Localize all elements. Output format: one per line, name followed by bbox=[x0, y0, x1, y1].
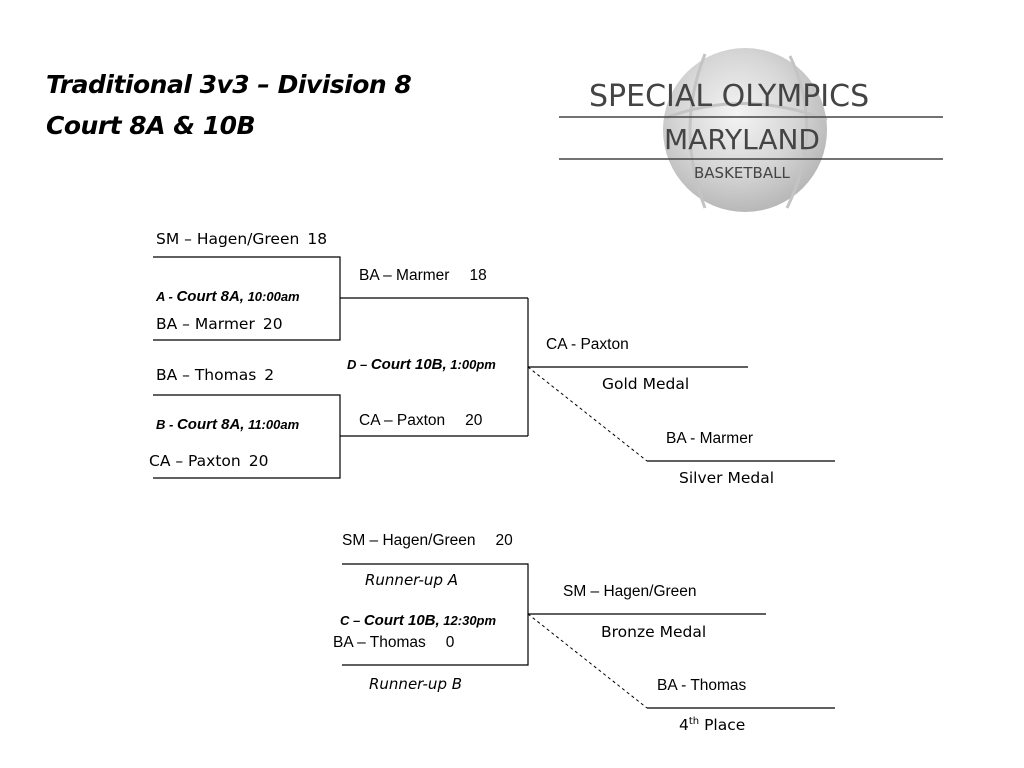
team-score: 0 bbox=[445, 634, 455, 651]
team-name: BA – Marmer bbox=[156, 315, 255, 333]
page-title-line1: Traditional 3v3 – Division 8 bbox=[46, 70, 412, 99]
logo-line1: SPECIAL OLYMPICS bbox=[589, 79, 869, 114]
team-name: SM – Hagen/Green bbox=[342, 532, 476, 549]
game-b-team2: CA – Paxton 20 bbox=[149, 452, 268, 470]
game-court: Court 10B, bbox=[370, 356, 447, 373]
team-score: 18 bbox=[307, 230, 328, 248]
game-time: 1:00pm bbox=[446, 357, 496, 372]
team-score: 2 bbox=[264, 366, 275, 384]
game-a-team1: SM – Hagen/Green 18 bbox=[156, 230, 327, 248]
team-name: CA – Paxton bbox=[149, 452, 241, 470]
team-score: 20 bbox=[465, 412, 483, 429]
game-letter: C – bbox=[340, 613, 364, 628]
team-score: 20 bbox=[248, 452, 269, 470]
team-name: BA – Thomas bbox=[156, 366, 257, 384]
place-number: 4 bbox=[679, 716, 689, 735]
game-a-team2: BA – Marmer 20 bbox=[156, 315, 283, 333]
team-score: 20 bbox=[495, 532, 513, 549]
consolation-label: C – Court 10B, 12:30pm bbox=[340, 612, 496, 629]
game-court: Court 10B, bbox=[363, 612, 440, 629]
runner-up-a-slot: Runner-up A bbox=[365, 571, 458, 589]
final-team1: BA – Marmer 18 bbox=[359, 267, 487, 285]
consolation-team2: BA – Thomas 0 bbox=[333, 634, 454, 652]
game-time: 10:00am bbox=[243, 289, 300, 304]
team-score: 20 bbox=[262, 315, 283, 333]
game-b-label: B - Court 8A, 11:00am bbox=[156, 416, 299, 433]
bronze-team: SM – Hagen/Green bbox=[563, 583, 697, 600]
final-team2: CA – Paxton 20 bbox=[359, 412, 482, 430]
team-score: 18 bbox=[469, 267, 487, 284]
game-letter: B - bbox=[156, 417, 177, 432]
team-name: BA – Marmer bbox=[359, 267, 450, 284]
gold-medal-label: Gold Medal bbox=[602, 375, 690, 393]
team-name: CA – Paxton bbox=[359, 412, 446, 429]
game-b-team1: BA – Thomas 2 bbox=[156, 366, 274, 384]
team-name: BA – Thomas bbox=[333, 634, 426, 651]
game-letter: A - bbox=[156, 289, 177, 304]
silver-team: BA - Marmer bbox=[666, 430, 753, 447]
bronze-medal-label: Bronze Medal bbox=[601, 623, 707, 641]
logo-line2: MARYLAND bbox=[664, 123, 820, 156]
logo-line3: BASKETBALL bbox=[694, 164, 790, 182]
game-a-label: A - Court 8A, 10:00am bbox=[156, 288, 300, 305]
game-time: 12:30pm bbox=[439, 613, 497, 628]
page-title-line2: Court 8A & 10B bbox=[46, 111, 256, 140]
final-label: D – Court 10B, 1:00pm bbox=[347, 356, 496, 373]
silver-medal-label: Silver Medal bbox=[679, 469, 775, 487]
place-suffix: th bbox=[688, 716, 700, 727]
consolation-team1: SM – Hagen/Green 20 bbox=[342, 532, 513, 550]
basketball-icon bbox=[663, 48, 827, 212]
special-olympics-logo: SPECIAL OLYMPICS MARYLAND BASKETBALL bbox=[559, 48, 943, 212]
place-word: Place bbox=[699, 716, 746, 735]
fourth-team: BA - Thomas bbox=[657, 677, 747, 694]
game-court: Court 8A, bbox=[176, 288, 244, 305]
team-name: SM – Hagen/Green bbox=[156, 230, 300, 248]
gold-team: CA - Paxton bbox=[546, 336, 629, 353]
fourth-place-label: 4th Place bbox=[679, 716, 745, 734]
runner-up-b-slot: Runner-up B bbox=[369, 675, 463, 693]
game-court: Court 8A, bbox=[176, 416, 245, 433]
game-letter: D – bbox=[347, 357, 371, 372]
game-time: 11:00am bbox=[244, 417, 300, 432]
